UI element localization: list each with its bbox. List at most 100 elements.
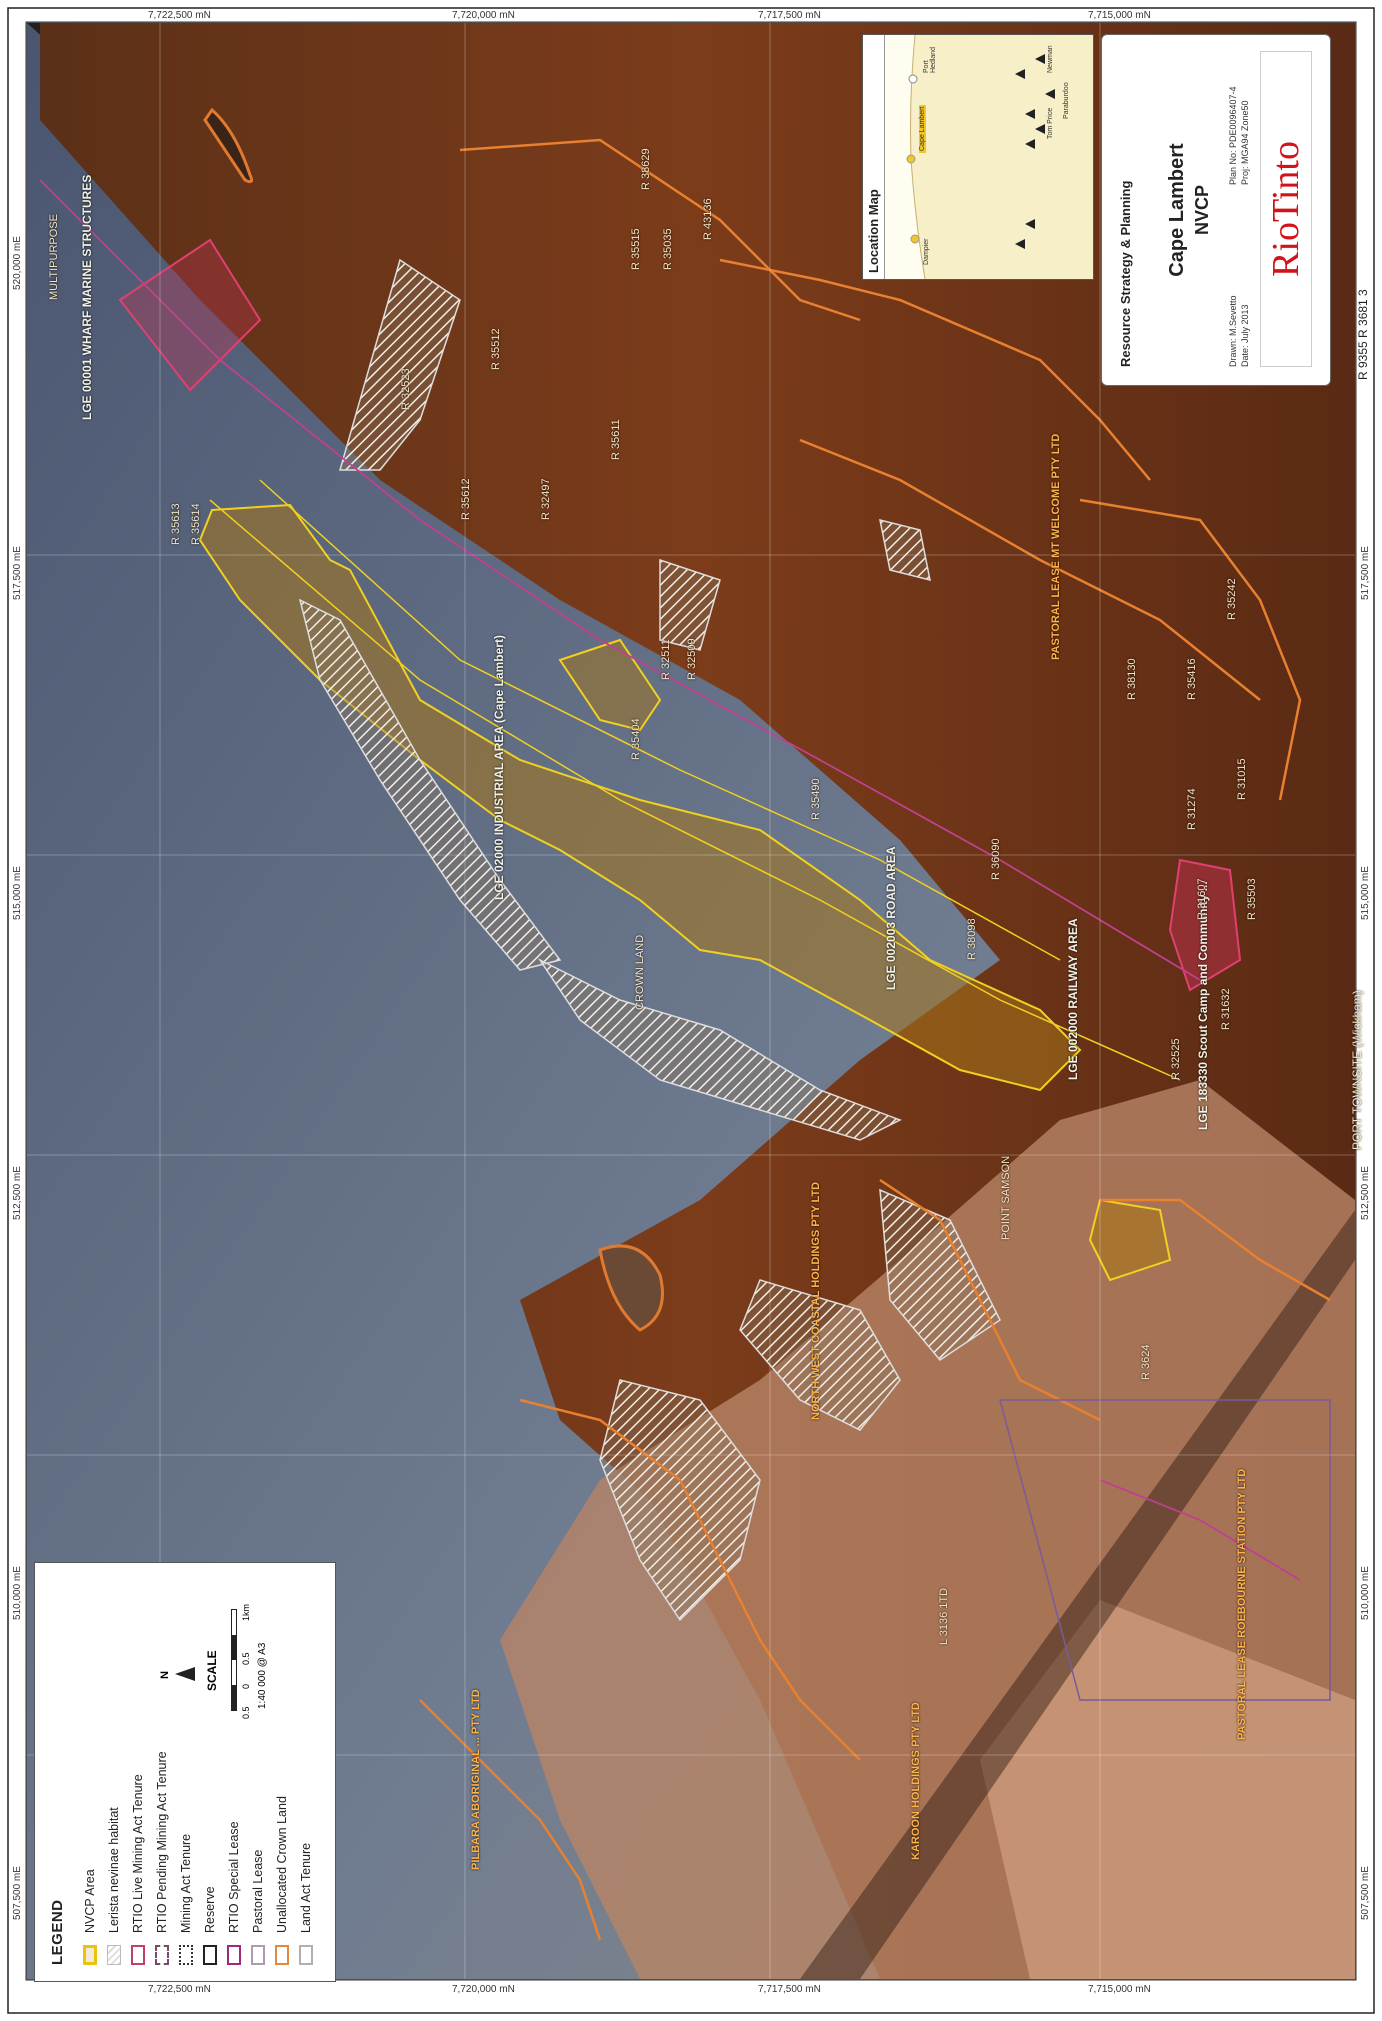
legend-label: Pastoral Lease bbox=[251, 1849, 265, 1933]
tick-east-left-4: 515,000 mE bbox=[12, 866, 23, 920]
label-pastoral-2: PASTORAL LEASE ROEBOURNE STATION PTY LTD bbox=[1236, 1468, 1248, 1740]
location-map-title: Location Map bbox=[863, 35, 885, 279]
north-arrow-icon bbox=[175, 1667, 195, 1681]
label-port-townsite: PORT TOWNSITE (Wickham) bbox=[1350, 990, 1364, 1150]
drawn-by: Drawn: M.Sevetto bbox=[1228, 295, 1238, 367]
legend-item: Unallocated Crown Land bbox=[271, 1796, 293, 1965]
label-reserve-1: R 35613 bbox=[170, 503, 182, 545]
tick-north-bottom-2: 7,720,000 mN bbox=[452, 1984, 515, 1995]
label-industrial: LGE 02000 INDUSTRIAL AREA (Cape Lambert) bbox=[492, 635, 506, 900]
habitat-south-1 bbox=[739, 1279, 901, 1431]
legend-label: RTIO Live Mining Act Tenure bbox=[131, 1774, 145, 1933]
loc-port-hedland: Port Hedland bbox=[923, 46, 937, 73]
orange-tenure-3 bbox=[799, 438, 1261, 701]
legend-item: NVCP Area bbox=[79, 1869, 101, 1965]
label-pastoral-3: NORTH WEST COASTAL HOLDINGS PTY LTD bbox=[810, 1181, 822, 1420]
projection: Proj: MGA94 Zone50 bbox=[1240, 100, 1250, 185]
label-reserve-9: R 36090 bbox=[990, 838, 1002, 880]
label-reserve-13: R 38130 bbox=[1126, 658, 1138, 700]
tick-east-left-5: 517,500 mE bbox=[12, 546, 23, 600]
tick-east-right-5: 517,500 mE bbox=[1360, 546, 1371, 600]
label-water-2: POINT SAMSON bbox=[1000, 1155, 1012, 1240]
tick-east-left-6: 520,000 mE bbox=[12, 236, 23, 290]
scale-bar bbox=[231, 1609, 237, 1711]
loc-tom-price: Tom Price bbox=[1047, 107, 1054, 139]
north-label: N bbox=[159, 1671, 171, 1679]
label-wharf: LGE 00001 WHARF MARINE STRUCTURES bbox=[80, 174, 94, 420]
label-reserve-18: R 31015 bbox=[1236, 758, 1248, 800]
tick-north-2: 7,720,000 mN bbox=[452, 10, 515, 21]
orange-tenure-7 bbox=[419, 1699, 602, 1941]
title-block: RioTinto Resource Strategy & Planning Ca… bbox=[1101, 34, 1331, 386]
side-note: R 9355 R 3681 3 bbox=[1356, 289, 1370, 380]
label-reserve-4: R 32497 bbox=[540, 478, 552, 520]
label-reserve-22: R 35512 bbox=[490, 328, 502, 370]
legend-label: Reserve bbox=[203, 1886, 217, 1933]
tick-east-left-1: 507,500 mE bbox=[12, 1866, 23, 1920]
plan-no: Plan No: PDE0096407-4 bbox=[1228, 86, 1238, 185]
label-reserve-7: R 35404 bbox=[630, 718, 642, 760]
rail-line bbox=[209, 499, 1181, 1081]
legend-label: Lerista nevinae habitat bbox=[107, 1807, 121, 1933]
legend-label: Mining Act Tenure bbox=[179, 1833, 193, 1933]
habitat-north bbox=[339, 258, 461, 471]
nvcp-block bbox=[558, 638, 662, 732]
label-reserve-25: R 32525 bbox=[1170, 1038, 1182, 1080]
label-reserve-3: R 32523 bbox=[400, 368, 412, 410]
tick-east-right-3: 512,500 mE bbox=[1360, 1166, 1371, 1220]
legend: LEGEND NVCP Area Lerista nevinae habitat… bbox=[34, 1562, 336, 1982]
legend-item: Reserve bbox=[199, 1886, 221, 1965]
orange-tenure-1 bbox=[459, 138, 861, 322]
map-title: Cape Lambert bbox=[1166, 143, 1188, 277]
imagery-seam bbox=[800, 1210, 1355, 1979]
label-reserve-19: R 35503 bbox=[1246, 878, 1258, 920]
label-reserve-21: R 35035 bbox=[662, 228, 674, 270]
legend-label: Unallocated Crown Land bbox=[275, 1796, 289, 1933]
habitat-mid bbox=[659, 558, 721, 651]
tick-north-bottom-4: 7,715,000 mN bbox=[1088, 1984, 1151, 1995]
scale-tick-4: 1km bbox=[241, 1603, 251, 1621]
pending-2 bbox=[599, 639, 1201, 981]
nvcp-block-2 bbox=[1088, 1198, 1172, 1282]
legend-swatch bbox=[275, 1945, 289, 1965]
label-multipurpose: MULTIPURPOSE bbox=[48, 214, 60, 300]
legend-item: RTIO Live Mining Act Tenure bbox=[127, 1774, 149, 1965]
legend-swatch bbox=[155, 1945, 169, 1965]
label-reserve-16: R 31607 bbox=[1196, 878, 1208, 920]
label-reserve-2: R 35614 bbox=[190, 503, 202, 545]
label-water-1: CROWN LAND bbox=[634, 934, 646, 1010]
scale-label: SCALE bbox=[205, 1650, 219, 1691]
orange-tenure-4 bbox=[1079, 498, 1302, 801]
label-railway-area: LGE 002000 RAILWAY AREA bbox=[1066, 918, 1080, 1080]
department-label: Resource Strategy & Planning bbox=[1118, 180, 1133, 367]
pastoral-outline bbox=[999, 1399, 1331, 1701]
pale-land-2 bbox=[980, 1600, 1355, 1979]
legend-swatch bbox=[179, 1945, 193, 1965]
road-line bbox=[259, 479, 1061, 961]
label-reserve-26: R 31632 bbox=[1220, 988, 1232, 1030]
label-reserve-5: R 35612 bbox=[460, 478, 472, 520]
label-reserve-11: R 32511 bbox=[660, 639, 672, 680]
label-reserve-23: R 35515 bbox=[630, 228, 642, 270]
legend-item: Mining Act Tenure bbox=[175, 1834, 197, 1965]
legend-swatch bbox=[131, 1945, 145, 1965]
label-reserve-12: R 32509 bbox=[686, 638, 698, 680]
label-reserve-6: R 35611 bbox=[610, 419, 622, 460]
loc-cape-lambert: Cape Lambert bbox=[919, 104, 926, 153]
label-reserve-20: R 43136 bbox=[702, 198, 714, 240]
tick-north-4: 7,715,000 mN bbox=[1088, 10, 1151, 21]
pending-3 bbox=[1099, 1479, 1301, 1581]
tick-north-3: 7,717,500 mN bbox=[758, 10, 821, 21]
legend-title: LEGEND bbox=[49, 1899, 66, 1965]
pink-tenure-south bbox=[1168, 858, 1242, 992]
tick-north-1: 7,722,500 mN bbox=[148, 10, 211, 21]
label-reserve-24: R 38629 bbox=[640, 148, 652, 190]
tick-east-left-2: 510,000 mE bbox=[12, 1566, 23, 1620]
scale-ratio: 1:40 000 @ A3 bbox=[257, 1642, 268, 1709]
scale-tick-1: 0.5 bbox=[241, 1706, 251, 1719]
pending-1 bbox=[39, 179, 601, 641]
orange-tenure-8 bbox=[1100, 1198, 1331, 1302]
label-reserve-8: R 38098 bbox=[966, 918, 978, 960]
tick-north-bottom-3: 7,717,500 mN bbox=[758, 1984, 821, 1995]
orange-tenure-6 bbox=[519, 1398, 861, 1761]
